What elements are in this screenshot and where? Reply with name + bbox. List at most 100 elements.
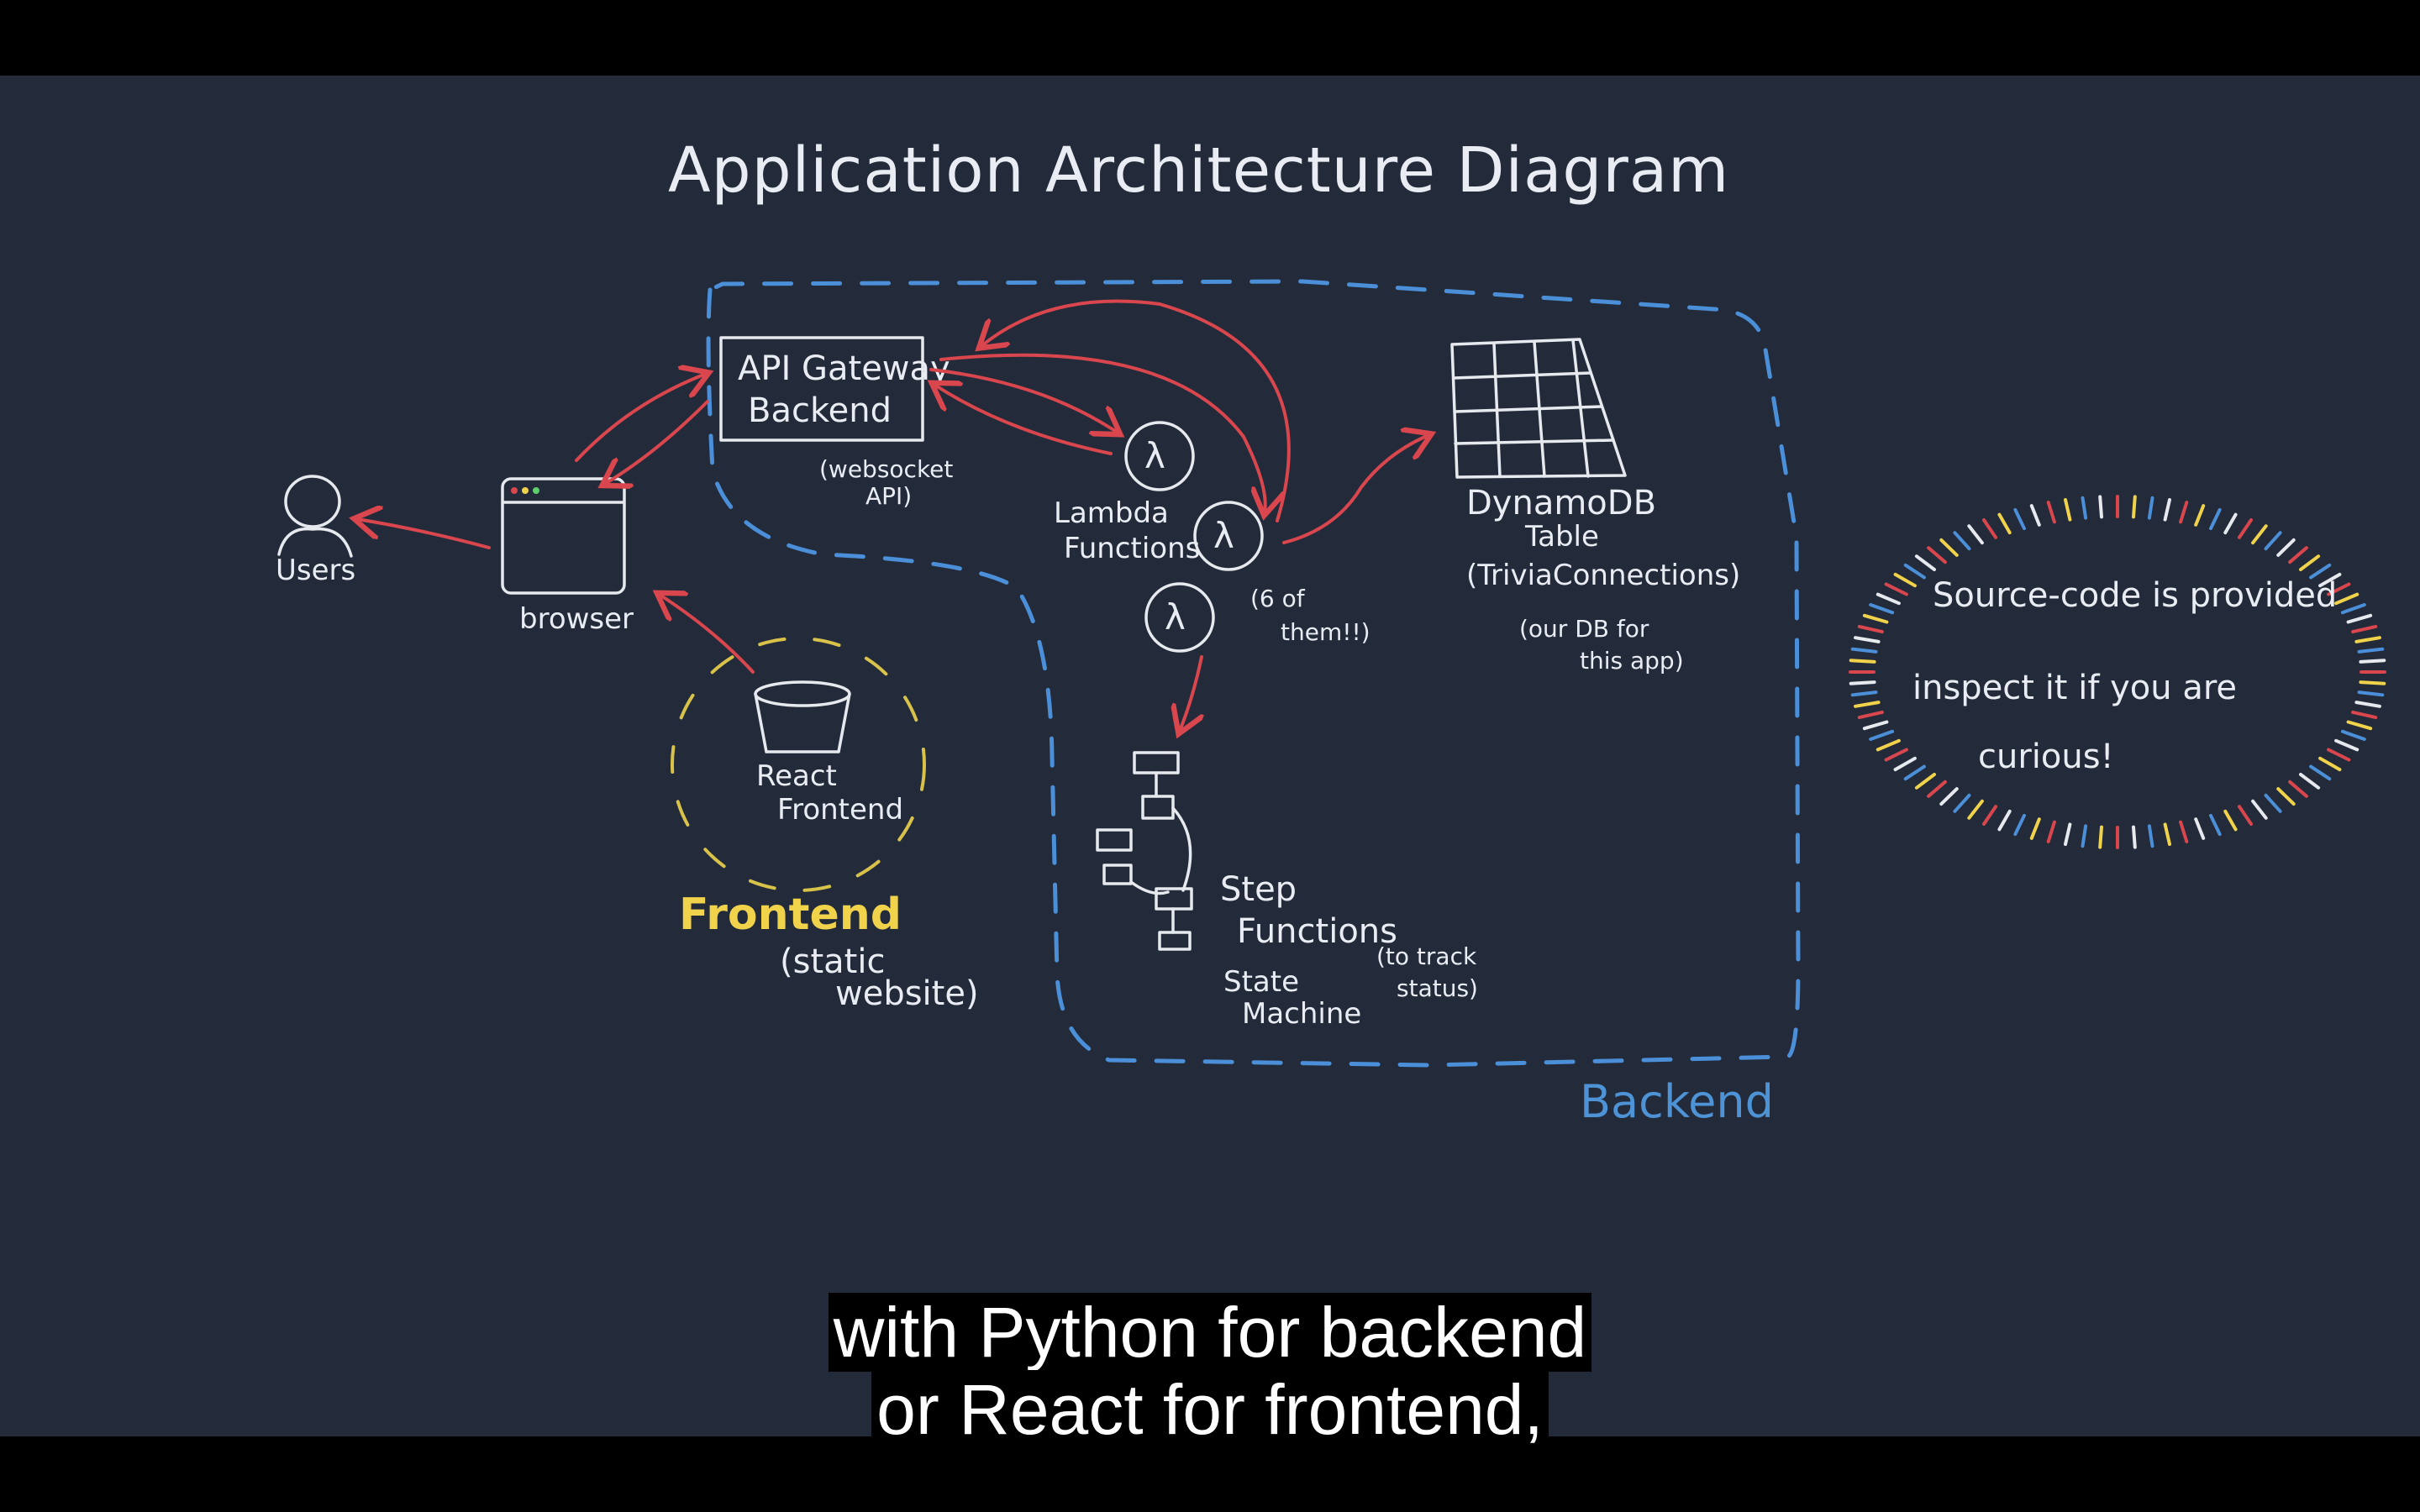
decorative-tick bbox=[2288, 546, 2308, 564]
bucket-icon bbox=[754, 680, 851, 753]
decorative-tick bbox=[2081, 496, 2088, 520]
arrow-lambda-to-dynamodb bbox=[1282, 435, 1428, 544]
decorative-tick bbox=[2354, 701, 2381, 708]
decorative-tick bbox=[2288, 780, 2308, 798]
decorative-tick bbox=[2264, 531, 2282, 551]
api-gateway-box bbox=[719, 336, 924, 442]
dynamodb-line1: DynamoDB bbox=[1466, 484, 1656, 522]
frontend-note2: website) bbox=[835, 974, 979, 1013]
decorative-tick bbox=[1914, 773, 1936, 790]
step-functions-line4: Machine bbox=[1242, 997, 1361, 1031]
decorative-tick bbox=[1927, 780, 1947, 798]
lambda-icon: λ bbox=[1193, 501, 1264, 571]
decorative-tick bbox=[1857, 624, 1884, 634]
step-functions-note1: (to track bbox=[1376, 942, 1477, 970]
decorative-tick bbox=[1997, 512, 2012, 535]
caption-line-2: or React for frontend, bbox=[0, 1370, 2420, 1449]
browser-label: browser bbox=[519, 602, 634, 636]
decorative-tick bbox=[2179, 820, 2189, 843]
decorative-tick bbox=[1857, 710, 1884, 720]
decorative-tick bbox=[1914, 554, 1936, 571]
step-functions-note2: status) bbox=[1397, 974, 1478, 1002]
decorative-tick bbox=[2357, 690, 2385, 697]
browser-icon bbox=[501, 477, 626, 595]
arrow-api-to-lambda bbox=[929, 368, 1118, 433]
api-gateway-line2: Backend bbox=[748, 391, 892, 430]
source-note-line3: curious! bbox=[1978, 738, 2114, 776]
decorative-tick bbox=[2098, 495, 2103, 519]
decorative-tick bbox=[1849, 659, 1876, 664]
decorative-tick bbox=[2194, 504, 2206, 527]
decorative-ticks bbox=[1849, 495, 2386, 849]
decorative-tick bbox=[2334, 592, 2360, 606]
letterbox-bottom bbox=[0, 1436, 2420, 1512]
arrow-browser-to-api bbox=[575, 374, 706, 462]
source-note-line1: Source-code is provided bbox=[1933, 576, 2337, 615]
dynamodb-table-icon bbox=[1450, 338, 1627, 479]
decorative-tick bbox=[2029, 504, 2041, 527]
decorative-tick bbox=[2340, 603, 2366, 615]
lambda-label-line2: Functions bbox=[1064, 532, 1200, 565]
decorative-tick bbox=[2357, 647, 2385, 654]
svg-text:λ: λ bbox=[1144, 435, 1165, 476]
backend-boundary bbox=[706, 279, 1801, 1068]
decorative-tick bbox=[1884, 748, 1908, 762]
users-icon bbox=[277, 475, 353, 558]
decorative-tick bbox=[1967, 799, 1984, 820]
react-label-line2: Frontend bbox=[777, 793, 903, 827]
arrow-frontend-to-browser bbox=[660, 595, 755, 674]
api-gateway-note1: (websocket bbox=[819, 455, 953, 483]
api-gateway-note2: API) bbox=[865, 482, 912, 510]
lambda-label-line1: Lambda bbox=[1054, 496, 1169, 530]
decorative-tick bbox=[2318, 756, 2342, 772]
decorative-tick bbox=[2179, 501, 2189, 524]
decorative-tick bbox=[1953, 531, 1971, 551]
decorative-tick bbox=[2251, 524, 2268, 545]
decorative-tick bbox=[1927, 546, 1947, 564]
step-functions-line3: State bbox=[1223, 965, 1299, 999]
decorative-tick bbox=[2238, 518, 2253, 539]
decorative-tick bbox=[1884, 582, 1908, 596]
decorative-tick bbox=[2132, 825, 2137, 849]
frontend-boundary bbox=[671, 637, 926, 892]
decorative-tick bbox=[2223, 512, 2238, 535]
decorative-tick bbox=[2046, 501, 2056, 524]
decorative-tick bbox=[2064, 498, 2072, 522]
decorative-tick bbox=[2163, 498, 2171, 522]
data-flow-arrows bbox=[357, 299, 1428, 731]
whiteboard-frame bbox=[0, 76, 2420, 1436]
decorative-tick bbox=[1850, 690, 1878, 697]
decorative-tick bbox=[2163, 822, 2171, 846]
decorative-tick bbox=[2223, 809, 2238, 832]
decorative-tick bbox=[1939, 787, 1959, 806]
decorative-tick bbox=[2264, 793, 2282, 813]
svg-text:λ: λ bbox=[1213, 515, 1234, 556]
decorative-tick bbox=[2013, 507, 2026, 531]
decorative-tick bbox=[1903, 764, 1926, 781]
arrow-lambda-to-api-top bbox=[981, 299, 1291, 522]
decorative-tick bbox=[2327, 748, 2351, 762]
decorative-tick bbox=[2299, 773, 2321, 790]
decorative-tick bbox=[1893, 756, 1917, 772]
decorative-tick bbox=[2318, 572, 2342, 588]
source-code-note: Source-code is provided inspect it if yo… bbox=[1849, 495, 2386, 849]
decorative-tick bbox=[2147, 824, 2154, 848]
step-functions-line2: Functions bbox=[1237, 912, 1397, 951]
decorative-tick bbox=[2132, 495, 2137, 519]
decorative-tick bbox=[1854, 636, 1881, 643]
decorative-tick bbox=[2351, 710, 2378, 720]
lambda-icon: λ bbox=[1124, 421, 1195, 491]
decorative-tick bbox=[2276, 538, 2296, 557]
decorative-tick bbox=[1893, 572, 1917, 588]
arrow-browser-to-users bbox=[357, 519, 491, 549]
decorative-tick bbox=[2046, 820, 2056, 843]
decorative-tick bbox=[2064, 822, 2072, 846]
step-functions-icon bbox=[1096, 751, 1193, 951]
decorative-tick bbox=[1903, 563, 1926, 580]
decorative-tick bbox=[1862, 613, 1889, 624]
decorative-tick bbox=[1869, 603, 1895, 615]
svg-text:λ: λ bbox=[1165, 596, 1186, 638]
decorative-tick bbox=[1862, 720, 1889, 731]
decorative-tick bbox=[1849, 680, 1876, 685]
